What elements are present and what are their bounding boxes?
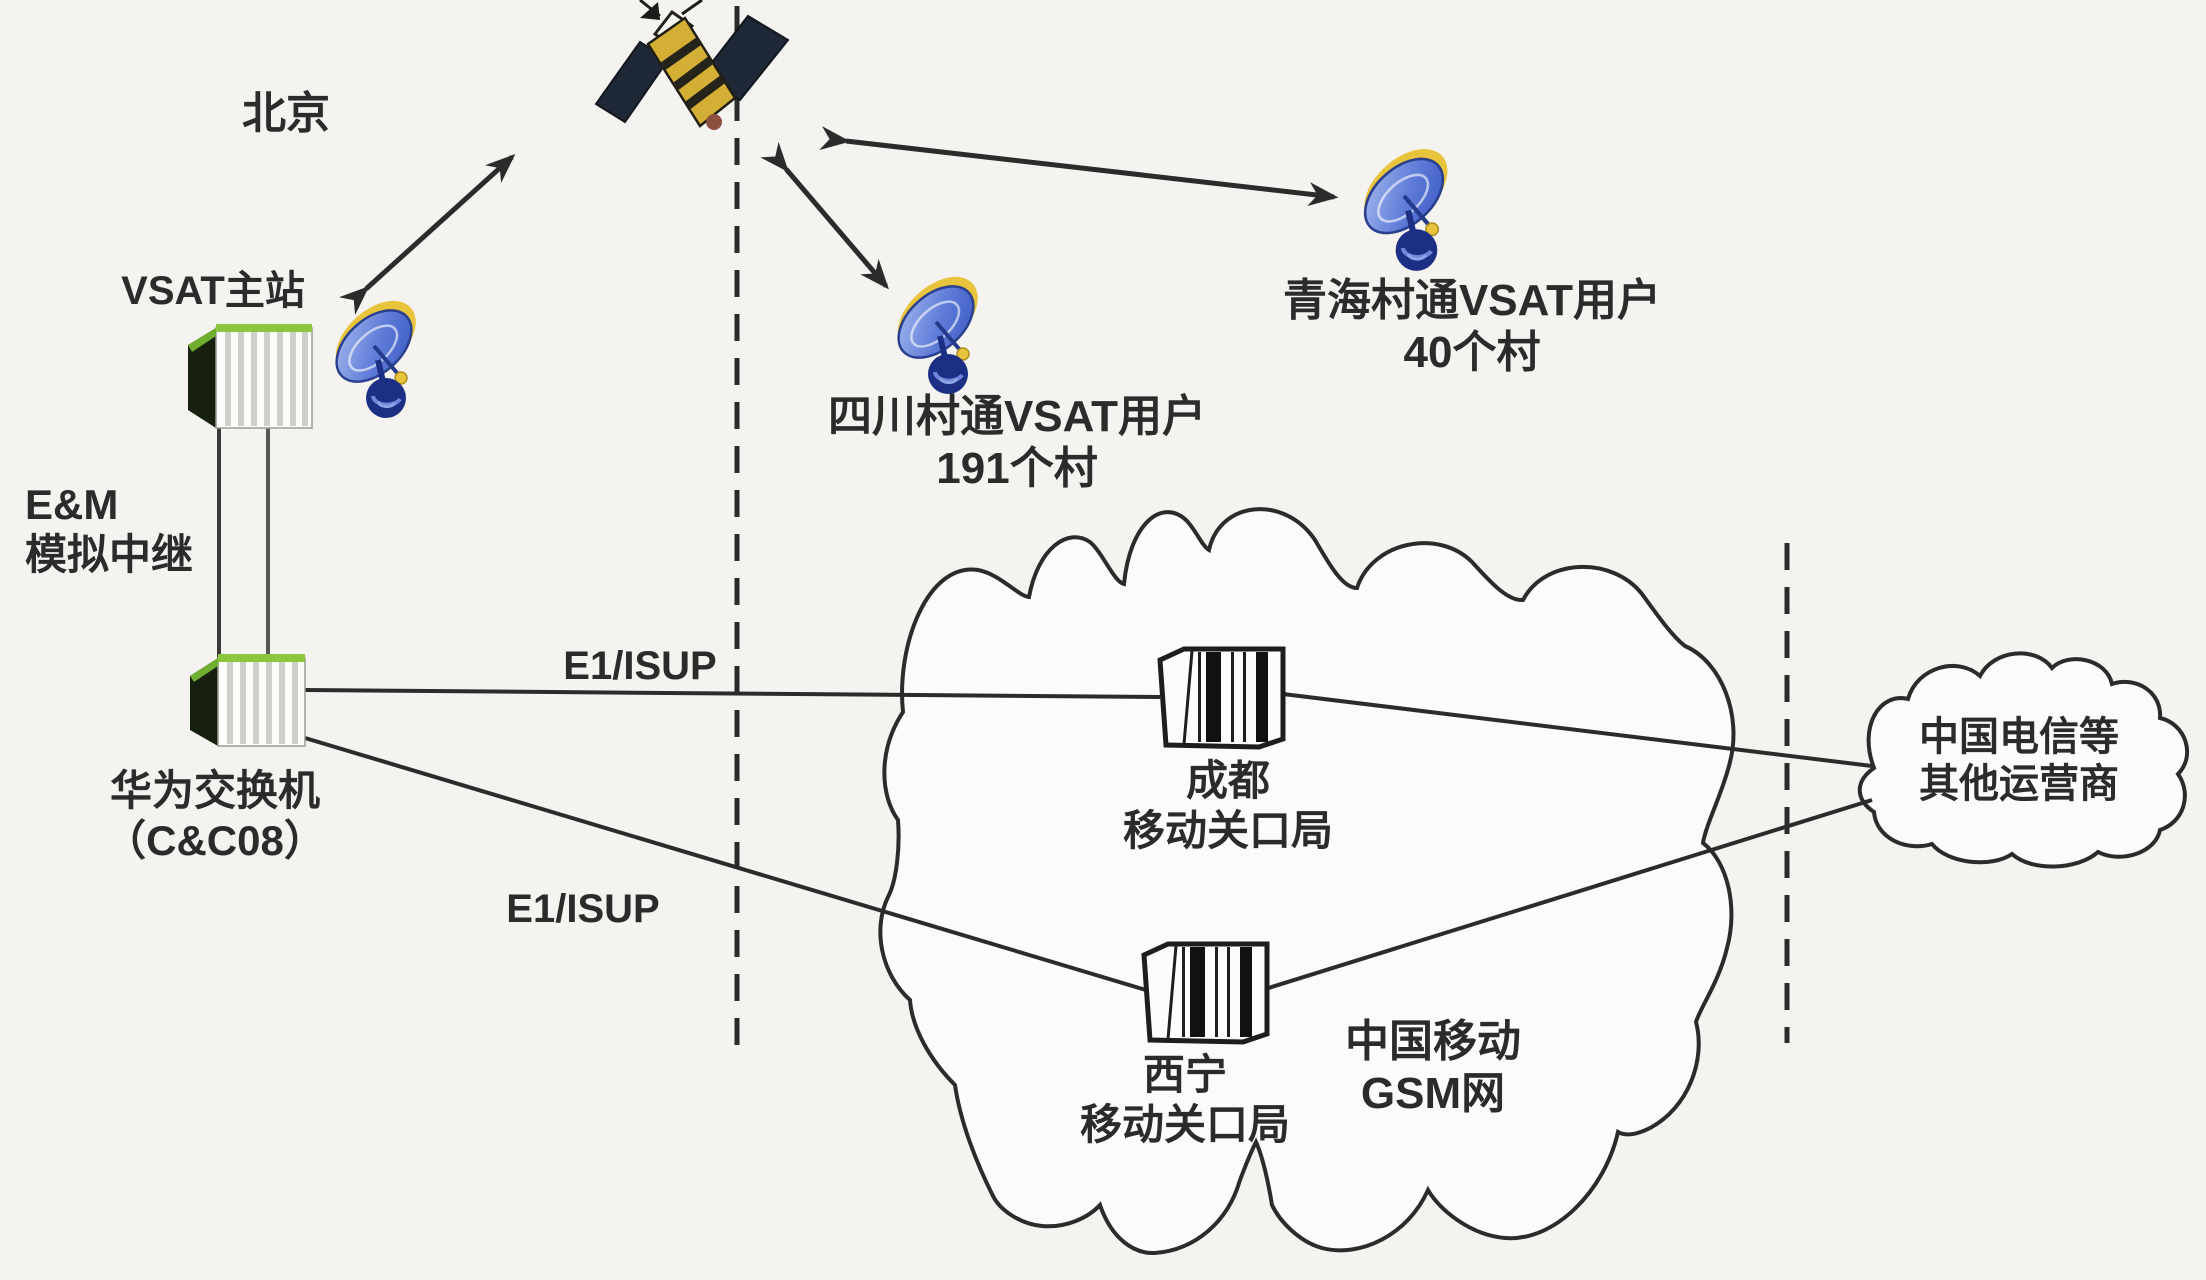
chengdu-gateway-label-line1: 成都 — [1185, 757, 1271, 804]
gsm-network-label-line2: GSM网 — [1360, 1068, 1506, 1118]
gsm-network-label: 中国移动 GSM网 — [1345, 1016, 1521, 1120]
beijing-region-label: 北京 — [242, 89, 330, 138]
huawei-switch-label: 华为交换机 （C&C08） — [104, 766, 326, 865]
e1-link-huawei-to-xining — [304, 736, 1147, 992]
gateway-switch-icon-xining — [1144, 944, 1267, 1042]
chengdu-gateway-label: 成都 移动关口局 — [1123, 756, 1333, 855]
em-trunk-lines — [217, 428, 270, 658]
other-operators-label-line1: 中国电信等 — [1919, 715, 2119, 759]
other-operators-label: 中国电信等 其他运营商 — [1919, 714, 2119, 808]
em-trunk-label: E&M 模拟中继 — [25, 480, 193, 579]
qinghai-users-label-line2: 40个村 — [1403, 327, 1541, 377]
huawei-switch-label-line1: 华为交换机 — [109, 767, 320, 814]
em-trunk-label-line2: 模拟中继 — [25, 530, 194, 578]
e1-isup-label-bottom: E1/ISUP — [506, 887, 660, 931]
gateway-switch-icon-chengdu — [1157, 646, 1286, 750]
qinghai-users-label: 青海村通VSAT用户 40个村 — [1283, 275, 1661, 379]
huawei-switch-label-line2: （C&C08） — [104, 816, 326, 864]
satellite-link-arrow-beijing — [339, 153, 516, 316]
telecom-cloud — [1857, 651, 2189, 869]
sichuan-users-label-line1: 四川村通VSAT用户 — [827, 392, 1207, 441]
chengdu-gateway-label-line2: 移动关口局 — [1122, 806, 1334, 854]
gsm-network-label-line1: 中国移动 — [1345, 1017, 1521, 1066]
xining-gateway-label: 西宁 移动关口局 — [1080, 1050, 1290, 1149]
xining-gateway-label-line1: 西宁 — [1142, 1051, 1228, 1098]
satellite-icon — [594, 0, 790, 130]
vsat-master-label: VSAT主站 — [121, 269, 305, 313]
e1-link-chengdu-to-telecom — [1282, 692, 1873, 768]
satellite-link-arrow-qinghai — [819, 126, 1339, 207]
other-operators-label-line2: 其他运营商 — [1919, 762, 2119, 807]
xining-gateway-label-line2: 移动关口局 — [1079, 1100, 1291, 1148]
switch-cabinet-icon-vsat-master — [188, 324, 313, 429]
vsat-dish-icon-beijing — [321, 286, 430, 418]
e1-isup-label-top: E1/ISUP — [563, 644, 717, 688]
switch-cabinet-icon-huawei — [190, 654, 306, 747]
qinghai-users-label-line1: 青海村通VSAT用户 — [1282, 276, 1662, 325]
em-trunk-label-line1: E&M — [25, 481, 119, 528]
sichuan-users-label-line2: 191个村 — [936, 443, 1098, 493]
e1-link-xining-to-telecom — [1261, 798, 1873, 992]
vsat-dish-icon-sichuan — [883, 262, 992, 394]
vsat-dish-icon-qinghai — [1349, 134, 1462, 271]
satellite-link-arrow-sichuan — [760, 141, 889, 290]
sichuan-users-label: 四川村通VSAT用户 191个村 — [828, 391, 1206, 495]
e1-link-huawei-to-chengdu — [304, 688, 1161, 699]
